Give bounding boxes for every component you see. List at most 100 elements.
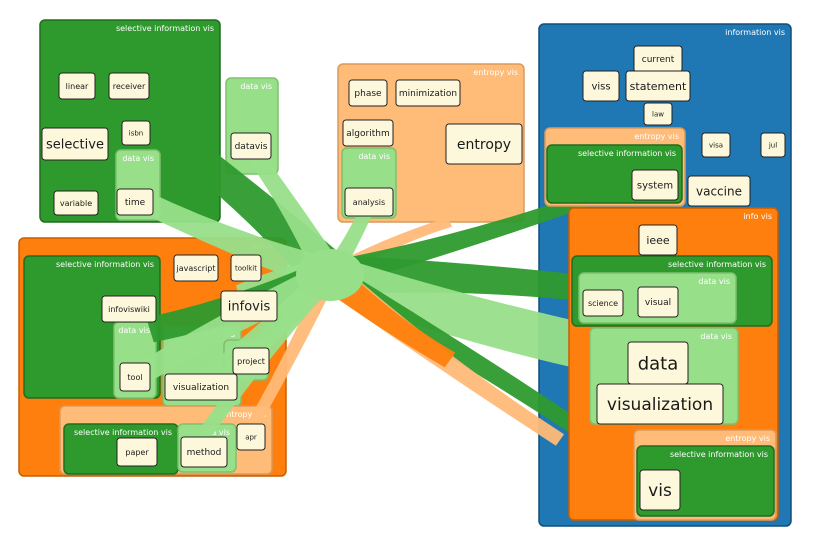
word-label: vis bbox=[648, 481, 672, 501]
word-box: datavis bbox=[230, 132, 272, 160]
word-box-bg bbox=[687, 175, 751, 207]
word-box: ieee bbox=[638, 224, 678, 256]
group-title: information vis bbox=[725, 28, 785, 37]
group-title: data vis bbox=[358, 152, 390, 161]
word-label: visualization bbox=[173, 383, 229, 393]
group-title: selective information vis bbox=[668, 260, 766, 269]
group-title: selective information vis bbox=[116, 24, 214, 33]
word-box-bg bbox=[760, 132, 786, 158]
word-box: selective bbox=[41, 127, 109, 161]
word-box: isbn bbox=[121, 120, 151, 146]
word-label: algorithm bbox=[346, 129, 389, 139]
word-box-bg bbox=[342, 119, 394, 147]
word-box-bg bbox=[121, 120, 151, 146]
word-box-bg bbox=[348, 79, 388, 107]
group-title: selective information vis bbox=[56, 260, 154, 269]
group-title: data vis bbox=[122, 154, 154, 163]
word-label: phase bbox=[354, 89, 382, 99]
word-label: visualization bbox=[607, 395, 713, 415]
group-title: entropy vis bbox=[634, 132, 679, 141]
word-label: system bbox=[637, 181, 673, 192]
word-label: selective bbox=[46, 138, 104, 153]
word-box-bg bbox=[164, 373, 238, 401]
word-box: science bbox=[582, 289, 624, 317]
word-box: toolkit bbox=[230, 254, 262, 282]
word-box-bg bbox=[108, 72, 150, 100]
word-box-bg bbox=[639, 469, 681, 511]
word-box-bg bbox=[344, 187, 394, 217]
word-label: datavis bbox=[235, 142, 268, 152]
word-label: paper bbox=[125, 448, 149, 457]
word-box: project bbox=[232, 347, 270, 375]
word-label: entropy bbox=[457, 137, 511, 153]
word-box: viss bbox=[582, 70, 620, 102]
word-box: paper bbox=[116, 437, 158, 467]
group-title: selective information vis bbox=[670, 450, 768, 459]
word-box: minimization bbox=[395, 79, 461, 107]
word-box-bg bbox=[180, 436, 228, 468]
word-label: science bbox=[588, 299, 618, 308]
word-box: analysis bbox=[344, 187, 394, 217]
word-box: tool bbox=[119, 362, 151, 392]
word-box-bg bbox=[53, 190, 99, 216]
word-label: infovis bbox=[228, 300, 271, 315]
word-box-bg bbox=[236, 423, 266, 451]
word-box: visa bbox=[701, 132, 731, 158]
word-box: apr bbox=[236, 423, 266, 451]
word-label: time bbox=[125, 198, 146, 208]
word-box: javascript bbox=[173, 254, 219, 282]
group-title: entropy vis bbox=[725, 434, 770, 443]
word-box: visualization bbox=[164, 373, 238, 401]
group-title: data vis bbox=[700, 332, 732, 341]
word-box: time bbox=[116, 188, 154, 216]
word-box: receiver bbox=[108, 72, 150, 100]
word-label: current bbox=[642, 55, 675, 65]
flow-link bbox=[324, 255, 607, 373]
word-box: jul bbox=[760, 132, 786, 158]
word-box-bg bbox=[220, 290, 278, 322]
word-label: viss bbox=[591, 82, 610, 93]
word-box: linear bbox=[58, 72, 96, 100]
flow-link bbox=[135, 189, 337, 291]
word-label: statement bbox=[630, 80, 687, 93]
group-title: data vis bbox=[698, 277, 730, 286]
word-box-bg bbox=[631, 169, 679, 201]
word-box: phase bbox=[348, 79, 388, 107]
word-box-bg bbox=[582, 289, 624, 317]
word-label: method bbox=[187, 448, 222, 458]
word-label: toolkit bbox=[235, 265, 257, 273]
word-label: vaccine bbox=[696, 184, 742, 198]
flow-link bbox=[134, 262, 337, 385]
group-title: selective information vis bbox=[578, 149, 676, 158]
flow-hub bbox=[296, 249, 364, 301]
word-box-bg bbox=[230, 132, 272, 160]
group-title: entropy vis bbox=[221, 410, 266, 419]
word-box-bg bbox=[173, 254, 219, 282]
word-label: receiver bbox=[113, 82, 146, 91]
word-label: variable bbox=[60, 199, 92, 208]
group-title: selective information vis bbox=[74, 428, 172, 437]
word-label: javascript bbox=[175, 264, 215, 273]
word-box: law bbox=[643, 102, 673, 126]
word-box-bg bbox=[637, 286, 679, 318]
links-layer bbox=[134, 128, 645, 477]
word-label: isbn bbox=[129, 130, 143, 138]
word-box-bg bbox=[625, 70, 691, 102]
word-box-bg bbox=[119, 362, 151, 392]
word-label: apr bbox=[245, 434, 257, 442]
words-layer: linear receiver selective isbn variable time d… bbox=[41, 45, 786, 511]
word-label: ieee bbox=[646, 234, 670, 247]
word-label: law bbox=[652, 111, 664, 119]
word-box-bg bbox=[643, 102, 673, 126]
word-box: infovis bbox=[220, 290, 278, 322]
word-box: data bbox=[627, 341, 689, 385]
word-box: method bbox=[180, 436, 228, 468]
word-label: data bbox=[638, 353, 679, 374]
group-title: entropy vis bbox=[473, 68, 518, 77]
flow-link bbox=[245, 147, 343, 284]
group-title: data vis bbox=[240, 82, 272, 91]
flow-link bbox=[244, 271, 338, 433]
word-label: jul bbox=[768, 142, 777, 150]
word-box: infoviswiki bbox=[101, 295, 157, 323]
